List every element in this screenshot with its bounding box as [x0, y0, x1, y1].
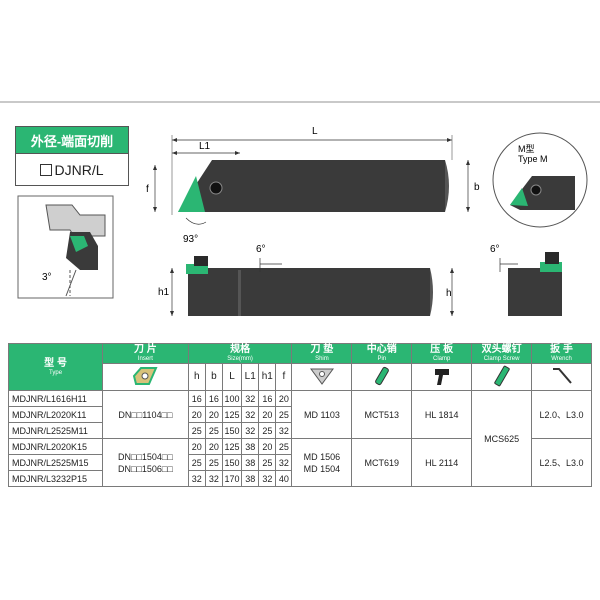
clamp-screw-icon: [471, 363, 533, 391]
tool-code-text: DJNR/L: [54, 161, 104, 178]
wrench-icon: [531, 363, 592, 391]
clamp-screw-cell: MCS625: [471, 390, 533, 487]
table-icon-row: h b L L1 h1 f: [9, 363, 592, 391]
length-L1-label: L1: [199, 141, 211, 152]
page-title: 外径-端面切削: [15, 126, 129, 154]
dim-f-header: f: [275, 363, 293, 391]
top-divider: [0, 101, 600, 103]
pin-icon: [351, 363, 413, 391]
clamp-icon: [411, 363, 473, 391]
machining-detail-view: 3°: [17, 195, 114, 299]
height-h-label: h: [446, 288, 452, 299]
type-m-cn-label: M型: [518, 144, 535, 154]
offset-f-label: f: [146, 184, 149, 195]
tool-diagrams: 3° L L1 f b 93° M型 Type M: [17, 126, 588, 316]
angle-6-main-label: 6°: [256, 244, 266, 255]
insert-icon: [102, 363, 189, 391]
dim-L1-header: L1: [241, 363, 260, 391]
type-m-detail: M型 Type M: [492, 132, 588, 228]
type-m-en-label: Type M: [518, 154, 548, 164]
dim-L-header: L: [221, 363, 243, 391]
code-prefix-symbol: [40, 163, 53, 176]
height-h1-label: h1: [158, 287, 170, 298]
shim-icon: [291, 363, 353, 391]
length-L-label: L: [312, 126, 318, 137]
end-view: 6°: [490, 244, 562, 316]
angle-3-label: 3°: [42, 272, 52, 283]
side-view: 6° h1 h: [158, 244, 454, 316]
dim-h-header: h: [187, 363, 206, 391]
angle-6-side-label: 6°: [490, 244, 500, 255]
width-b-label: b: [474, 182, 480, 193]
tool-code: DJNR/L: [15, 154, 129, 186]
dim-b-header: b: [204, 363, 223, 391]
top-view: L L1 f b 93°: [146, 126, 480, 245]
angle-93-label: 93°: [183, 234, 198, 245]
dim-h1-header: h1: [258, 363, 277, 391]
